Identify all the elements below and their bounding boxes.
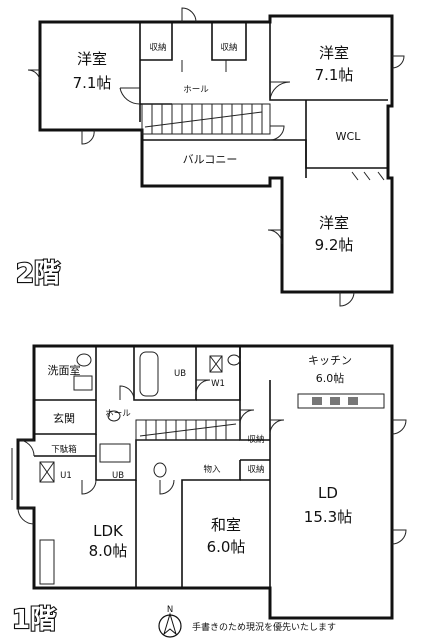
u1-label: U1 — [60, 471, 72, 481]
shoe-storage-label: 下駄箱 — [51, 444, 77, 455]
handwritten-note: 手書きのため現況を優先いたします — [192, 621, 336, 633]
room-south-size: 9.2帖 — [315, 236, 354, 254]
small-box — [39, 461, 55, 483]
compass-icon: N — [158, 605, 182, 638]
toilet-icon — [227, 354, 241, 366]
ldk-name: LDK — [93, 522, 124, 540]
kitchen-size: 6.0帖 — [316, 372, 345, 385]
ld-size: 15.3帖 — [304, 508, 352, 526]
room-south-name: 洋室 — [319, 214, 349, 232]
storage-label: 収納 — [247, 434, 264, 445]
second-floor: 洋室 7.1帖 洋室 7.1帖 洋室 9.2帖 収納 収納 ホール WCL バル… — [15, 7, 405, 307]
hall-1f-label: ホール — [105, 409, 131, 419]
closet-right-label: 収納 — [220, 42, 237, 53]
entrance-label: 玄関 — [53, 411, 75, 425]
japanese-room-name: 和室 — [211, 516, 241, 534]
room-west-size: 7.1帖 — [73, 74, 112, 92]
japanese-room-size: 6.0帖 — [207, 538, 246, 556]
storage-small-label: 収納 — [247, 464, 264, 475]
kitchen-counter — [297, 393, 385, 409]
stairs-1f — [135, 419, 241, 441]
hall-sink-icon — [107, 410, 121, 422]
stairs-2f — [141, 103, 271, 135]
room-east-name: 洋室 — [319, 44, 349, 62]
room-west-name: 洋室 — [77, 50, 107, 68]
wc-label: W1 — [211, 379, 225, 389]
bathtub — [139, 351, 159, 397]
shoe-cabinet — [99, 443, 131, 463]
storage-under-label: 物入 — [203, 464, 221, 475]
washroom-label: 洗面室 — [48, 363, 81, 377]
toilet-small-icon — [153, 462, 167, 478]
ub-label: UB — [174, 369, 186, 379]
ldk-size: 8.0帖 — [89, 542, 128, 560]
closet-left-label: 収納 — [149, 42, 166, 53]
first-floor: 洗面室 UB W1 キッチン 6.0帖 玄関 ホール 下駄箱 収納 物入 収納 … — [11, 344, 407, 636]
kitchen-name: キッチン — [308, 354, 352, 367]
floor-1-label: 1階 — [12, 605, 56, 635]
toilet-box-icon — [209, 355, 223, 373]
washer-icon — [73, 375, 93, 391]
ld-name: LD — [318, 484, 338, 502]
wcl-label: WCL — [336, 130, 362, 143]
hall-2f-label: ホール — [183, 85, 209, 95]
sink-icon — [76, 353, 92, 367]
balcony-label: バルコニー — [183, 153, 238, 166]
ldk-fixture — [39, 539, 55, 585]
room-east-size: 7.1帖 — [315, 66, 354, 84]
ub-small-label: UB — [112, 471, 124, 481]
floor-2-label: 2階 — [16, 259, 60, 289]
compass-letter: N — [167, 605, 173, 615]
